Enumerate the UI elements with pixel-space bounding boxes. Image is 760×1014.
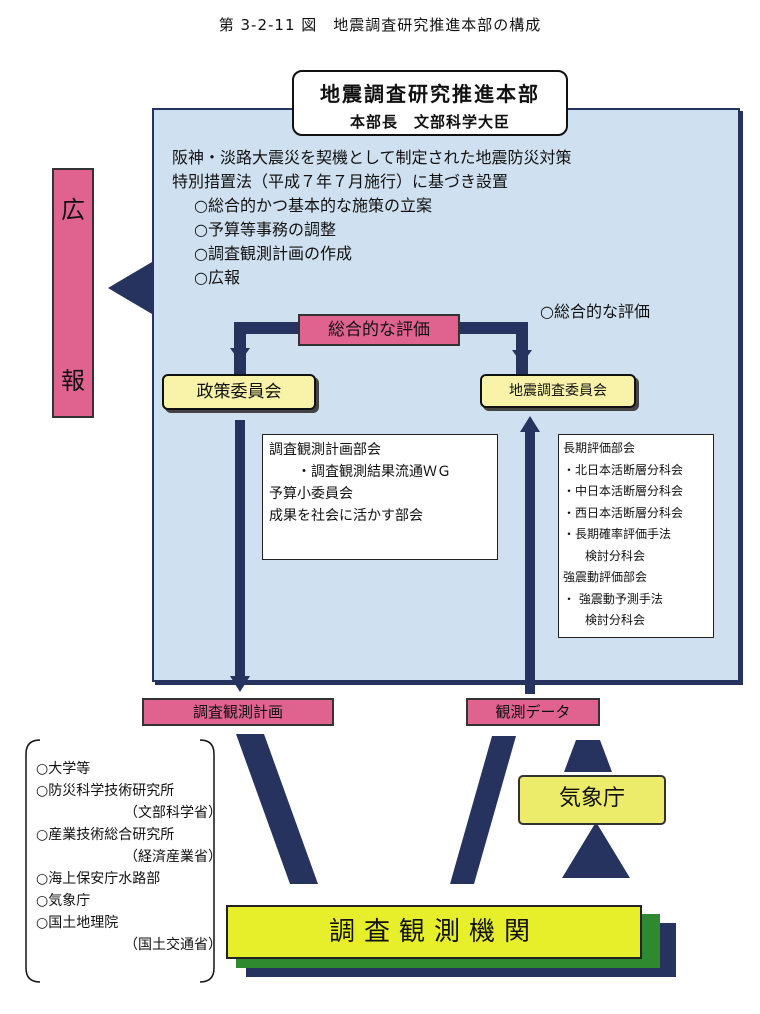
- policy-eval-arrowhead: [230, 348, 250, 362]
- observation-organizations: 調査観測機関: [226, 905, 642, 959]
- hq-item: ○総合的かつ基本的な施策の立案: [194, 196, 432, 215]
- institution-item: ○海上保安庁水路部: [36, 871, 161, 887]
- research-sub-item: ・長期確率評価手法: [563, 527, 672, 541]
- institutions-list: ○大学等 ○防災科学技術研究所 （文部科学省） ○産業技術総合研究所 （経済産業…: [36, 758, 222, 956]
- hq-item: ○広報: [194, 268, 240, 287]
- institutions-left-bracket: [25, 739, 41, 983]
- research-sub-item: ・北日本活断層分科会: [563, 462, 684, 477]
- research-eval-arrowhead: [512, 350, 532, 364]
- research-sub-item: 長期評価部会: [563, 441, 636, 455]
- research-eval-connector: [458, 322, 528, 374]
- policy-sub-item: 成果を社会に活かす部会: [269, 508, 423, 524]
- public-relations-box: 広 報: [52, 168, 94, 418]
- pr-char-1: 広: [61, 196, 85, 224]
- policy-sub-item: 予算小委員会: [269, 486, 353, 502]
- pr-arrowhead: [108, 262, 152, 314]
- institutions-right-bracket: [199, 739, 215, 983]
- institution-item: （経済産業省）: [124, 849, 222, 865]
- jma-box: 気象庁: [518, 775, 666, 825]
- eval-note: ○総合的な評価: [540, 302, 650, 321]
- hq-title-box: 地震調査研究推進本部 本部長 文部科学大臣: [292, 70, 568, 136]
- policy-eval-connector: [234, 322, 300, 374]
- plan-obs-band: [236, 734, 318, 884]
- institution-item: ○産業技術総合研究所: [36, 827, 175, 843]
- institution-item: （文部科学省）: [124, 805, 222, 821]
- institution-item: ○国土地理院: [36, 915, 119, 931]
- policy-committee: 政策委員会: [162, 374, 316, 410]
- research-subcommittees: 長期評価部会 ・北日本活断層分科会 ・中日本活断層分科会 ・西日本活断層分科会 …: [558, 434, 714, 638]
- research-sub-item: 検討分科会: [585, 613, 646, 627]
- eval-tag: 総合的な評価: [298, 314, 460, 346]
- desc-line-2: 特別措置法（平成７年７月施行）に基づき設置: [172, 172, 509, 191]
- research-sub-item: 検討分科会: [585, 548, 646, 563]
- obs-data-band: [450, 736, 516, 884]
- policy-sub-item: ・調査観測結果流通ＷＧ: [297, 464, 451, 480]
- research-committee: 地震調査委員会: [480, 374, 636, 408]
- hq-head: 本部長 文部科学大臣: [349, 113, 510, 131]
- hq-item: ○調査観測計画の作成: [194, 244, 352, 263]
- data-research-arrowhead: [520, 416, 540, 432]
- research-sub-item: ・中日本活断層分科会: [563, 484, 684, 498]
- policy-plan-arrowhead: [230, 676, 250, 692]
- jma-up-arrow-top-body: [564, 740, 612, 772]
- institution-item: （国土交通省）: [124, 937, 222, 953]
- institution-item: ○大学等: [36, 761, 91, 777]
- research-sub-item: ・西日本活断層分科会: [563, 505, 684, 520]
- policy-subcommittees: 調査観測計画部会 ・調査観測結果流通ＷＧ 予算小委員会 成果を社会に活かす部会: [262, 434, 498, 560]
- data-tag: 観測データ: [466, 698, 600, 726]
- figure-title: 第 3-2-11 図 地震調査研究推進本部の構成: [218, 16, 542, 34]
- plan-tag: 調査観測計画: [142, 698, 334, 726]
- jma-up-arrow-bottom: [562, 822, 630, 878]
- research-sub-item: ・ 強震動予測手法: [563, 591, 663, 606]
- hq-description: 阪神・淡路大震災を契機として制定された地震防災対策 特別措置法（平成７年７月施行…: [172, 146, 572, 290]
- research-sub-item: 強震動評価部会: [563, 570, 648, 584]
- hq-item: ○予算等事務の調整: [194, 220, 336, 239]
- institution-item: ○気象庁: [36, 893, 91, 909]
- institution-item: ○防災科学技術研究所: [36, 783, 175, 799]
- desc-line-1: 阪神・淡路大震災を契機として制定された地震防災対策: [172, 148, 572, 167]
- policy-sub-item: 調査観測計画部会: [269, 442, 381, 458]
- hq-name: 地震調査研究推進本部: [320, 82, 540, 106]
- pr-char-2: 報: [61, 367, 85, 395]
